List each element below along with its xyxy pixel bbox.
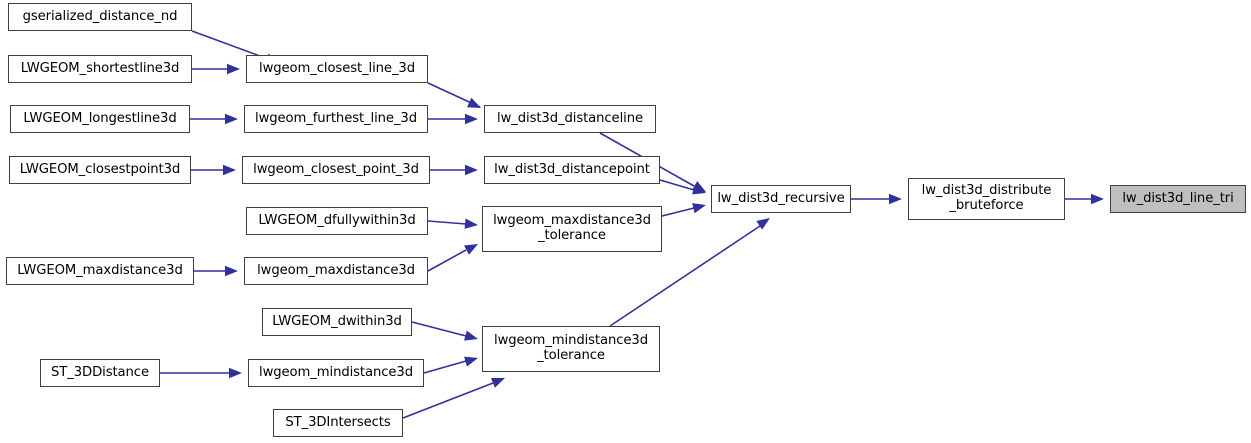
graph-node-label: ST_3DIntersects <box>285 414 391 430</box>
edge-arrowhead <box>889 193 902 205</box>
edge-arrowhead <box>229 367 242 379</box>
edge-arrowhead <box>756 218 770 230</box>
graph-node-lwgeom-closest-point-3d[interactable]: lwgeom_closest_point_3d <box>242 156 430 184</box>
graph-node-lw-dist3d-distancepoint[interactable]: lw_dist3d_distancepoint <box>484 156 660 184</box>
graph-node-st-3ddistance[interactable]: ST_3DDistance <box>40 359 160 387</box>
graph-node-label: lw_dist3d_recursive <box>717 190 845 206</box>
graph-node-label: lwgeom_maxdistance3d <box>257 262 415 278</box>
graph-node-lw-dist3d-distanceline[interactable]: lw_dist3d_distanceline <box>484 105 656 133</box>
graph-node-lwgeom-closest-line-3d[interactable]: lwgeom_closest_line_3d <box>246 55 428 83</box>
graph-edge-lwgeom-longestline3d-to-lwgeom-furthest-line-3d <box>190 113 238 125</box>
graph-node-label: LWGEOM_dwithin3d <box>272 313 402 329</box>
graph-node-label: lw_dist3d_line_tri <box>1122 190 1234 206</box>
graph-edge-lw-dist3d-recursive-to-lw-dist3d-distribute-bruteforce <box>851 193 902 205</box>
graph-node-lwgeom-mindistance3d[interactable]: lwgeom_mindistance3d <box>248 359 424 387</box>
edge-arrowhead <box>1091 193 1104 205</box>
graph-node-label: lw_dist3d_distanceline <box>497 110 643 126</box>
graph-node-label: LWGEOM_longestline3d <box>23 110 177 126</box>
graph-node-label: lwgeom_closest_line_3d <box>259 60 415 76</box>
graph-node-label: ST_3DDistance <box>51 364 149 380</box>
graph-edge-lw-dist3d-distancepoint-to-lw-dist3d-recursive <box>659 179 706 195</box>
edge-arrowhead <box>464 244 478 255</box>
graph-node-label: lwgeom_mindistance3d _tolerance <box>494 333 648 363</box>
graph-edge-lwgeom-dfullywithin3d-to-lwgeom-maxdistance3d-tolerance <box>427 218 478 229</box>
graph-node-label: LWGEOM_maxdistance3d <box>17 262 183 278</box>
graph-node-st-3dintersects[interactable]: ST_3DIntersects <box>273 409 403 437</box>
graph-node-label: LWGEOM_dfullywithin3d <box>258 212 416 228</box>
graph-node-label: lw_dist3d_distancepoint <box>494 161 650 177</box>
edge-arrowhead <box>465 164 478 176</box>
graph-edge-lwgeom-closestpoint3d-to-lwgeom-closest-point-3d <box>191 164 236 176</box>
edge-arrowhead <box>223 164 236 176</box>
edge-arrowhead <box>490 378 505 388</box>
graph-node-lw-dist3d-line-tri[interactable]: lw_dist3d_line_tri <box>1110 185 1246 213</box>
graph-node-label: LWGEOM_closestpoint3d <box>19 161 181 177</box>
edge-arrowhead <box>465 113 478 125</box>
graph-node-label: LWGEOM_shortestline3d <box>20 60 180 76</box>
graph-node-lwgeom-closestpoint3d[interactable]: LWGEOM_closestpoint3d <box>9 156 191 184</box>
graph-node-lwgeom-shortestline3d[interactable]: LWGEOM_shortestline3d <box>8 55 192 83</box>
edge-arrowhead <box>464 356 478 367</box>
graph-edge-lw-dist3d-distribute-bruteforce-to-lw-dist3d-line-tri <box>1065 193 1104 205</box>
graph-node-label: lwgeom_mindistance3d <box>259 364 413 380</box>
graph-node-lwgeom-mindistance3d-tolerance[interactable]: lwgeom_mindistance3d _tolerance <box>482 326 660 372</box>
graph-edge-lwgeom-mindistance3d-to-lwgeom-mindistance3d-tolerance <box>423 356 478 374</box>
graph-node-lwgeom-furthest-line-3d[interactable]: lwgeom_furthest_line_3d <box>244 105 428 133</box>
graph-edge-lwgeom-furthest-line-3d-to-lw-dist3d-distanceline <box>428 113 478 125</box>
edge-arrowhead <box>225 265 238 277</box>
graph-node-lw-dist3d-distribute-bruteforce[interactable]: lw_dist3d_distribute _bruteforce <box>908 178 1065 220</box>
edge-arrowhead <box>692 203 706 214</box>
graph-edge-lwgeom-maxdistance3d-tolerance-to-lw-dist3d-recursive <box>661 203 706 217</box>
graph-node-label: lwgeom_closest_point_3d <box>253 161 419 177</box>
edge-arrowhead <box>464 218 478 229</box>
graph-node-lwgeom-longestline3d[interactable]: LWGEOM_longestline3d <box>10 105 190 133</box>
graph-edge-lwgeom-shortestline3d-to-lwgeom-closest-line-3d <box>192 63 240 75</box>
graph-edge-st-3ddistance-to-lwgeom-mindistance3d <box>160 367 242 379</box>
edge-arrowhead <box>692 181 706 192</box>
graph-node-lwgeom-maxdistance3d[interactable]: LWGEOM_maxdistance3d <box>6 257 194 285</box>
graph-edge-lwgeom-maxdistance3d-to-lwgeom-maxdistance3d <box>194 265 238 277</box>
graph-edge-lwgeom-closest-point-3d-to-lw-dist3d-distancepoint <box>430 164 478 176</box>
edge-arrowhead <box>692 184 706 195</box>
graph-node-gserialized-distance-nd[interactable]: gserialized_distance_nd <box>8 3 192 31</box>
graph-node-lwgeom-dfullywithin3d[interactable]: LWGEOM_dfullywithin3d <box>246 207 428 235</box>
graph-node-lwgeom-maxdistance3d-tolerance[interactable]: lwgeom_maxdistance3d _tolerance <box>482 206 662 252</box>
graph-node-lw-dist3d-recursive[interactable]: lw_dist3d_recursive <box>711 185 851 213</box>
graph-node-lwgeom-maxdistance3d[interactable]: lwgeom_maxdistance3d <box>244 257 428 285</box>
edge-arrowhead <box>467 97 481 108</box>
graph-node-label: gserialized_distance_nd <box>22 8 178 24</box>
graph-edge-lwgeom-closest-line-3d-to-lw-dist3d-distanceline <box>427 82 481 108</box>
graph-edge-lwgeom-maxdistance3d-to-lwgeom-maxdistance3d-tolerance <box>427 244 478 272</box>
edge-arrowhead <box>225 113 238 125</box>
graph-node-label: lw_dist3d_distribute _bruteforce <box>921 183 1052 213</box>
edge-arrowhead <box>227 63 240 75</box>
edge-arrowhead <box>464 330 478 341</box>
graph-node-label: lwgeom_maxdistance3d _tolerance <box>493 213 651 243</box>
graph-node-lwgeom-dwithin3d[interactable]: LWGEOM_dwithin3d <box>262 308 412 336</box>
graph-node-label: lwgeom_furthest_line_3d <box>255 110 417 126</box>
graph-edge-lwgeom-dwithin3d-to-lwgeom-mindistance3d-tolerance <box>411 321 478 341</box>
